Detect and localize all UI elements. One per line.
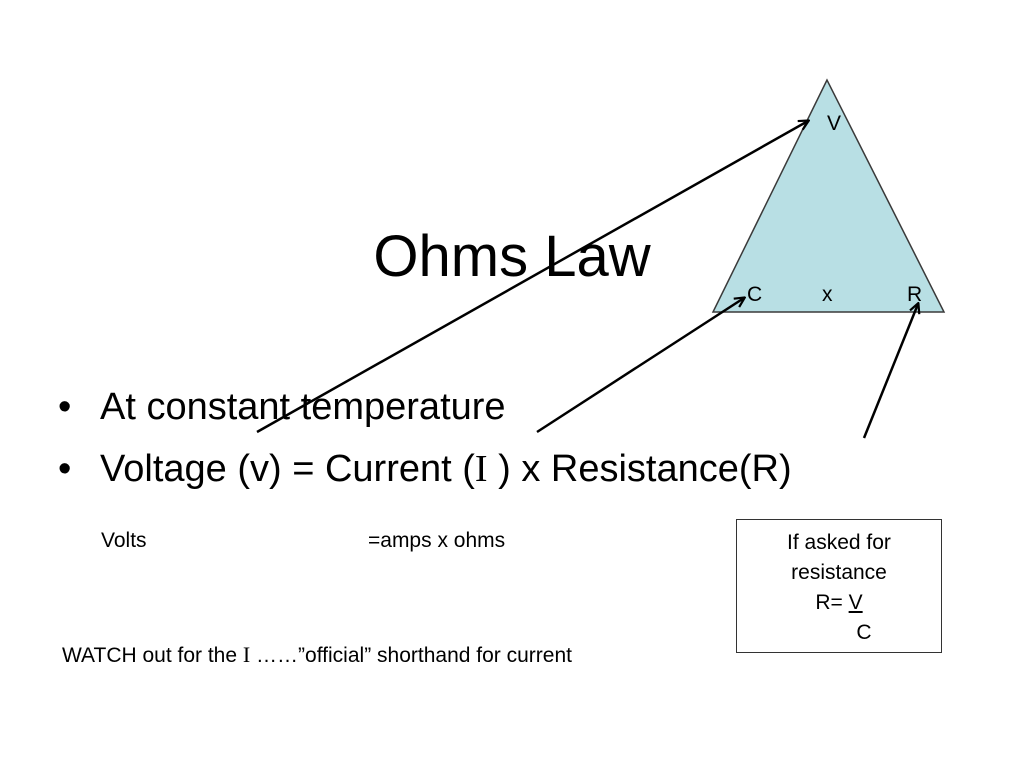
bullet-text-pre: Voltage (v) = Current ( <box>100 448 475 490</box>
bullet-marker: • <box>58 386 72 428</box>
formula-prefix: R= <box>815 591 849 614</box>
current-symbol: I <box>474 448 488 490</box>
arrow-to-resistance <box>862 304 918 439</box>
bullet-text-post: ) x Resistance(R) <box>487 448 792 490</box>
triangle-label-voltage: V <box>827 112 842 135</box>
note-line-2: resistance <box>791 561 887 584</box>
arrow-to-voltage <box>256 121 808 434</box>
units-amps-ohms: =amps x ohms <box>368 529 506 552</box>
units-volts: Volts <box>101 529 147 552</box>
watch-note: WATCH out for the I ……”official” shortha… <box>62 641 572 670</box>
bullet-marker: • <box>58 448 72 490</box>
formula-denominator: C <box>856 621 872 644</box>
note-line-1: If asked for <box>787 531 891 554</box>
vcr-triangle <box>711 78 946 313</box>
watch-text-pre: WATCH out for the <box>62 644 243 667</box>
formula-numerator: V <box>848 591 863 614</box>
bullet-item-ohms-law-formula: • Voltage (v) = Current (I ) x Resistanc… <box>58 438 792 500</box>
triangle-label-times: x <box>822 283 833 306</box>
watch-text-post: ……”official” shorthand for current <box>250 644 572 667</box>
resistance-note-box: If asked for resistance R= V C <box>736 519 942 653</box>
triangle-label-resistance: R <box>907 283 923 306</box>
arrow-to-current <box>536 298 744 434</box>
resistance-formula: R= V <box>737 588 941 618</box>
current-symbol: I <box>242 642 251 667</box>
triangle-label-current: C <box>747 283 763 306</box>
